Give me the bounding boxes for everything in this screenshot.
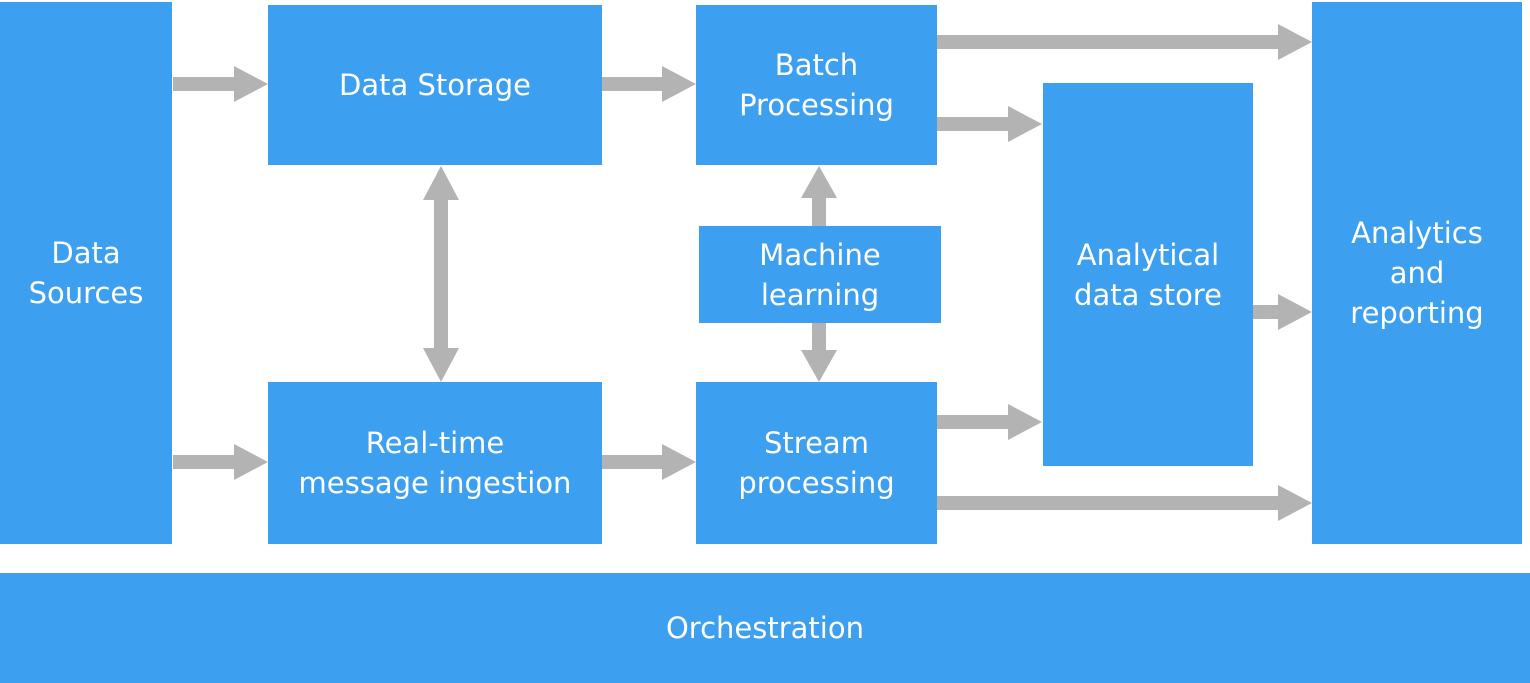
arrow-batch-processing-to-analytics-reporting: [937, 24, 1312, 60]
arrow-machine-learning-to-batch-processing: [801, 166, 837, 226]
arrow-stream-processing-to-analytics-reporting: [937, 485, 1312, 521]
arrow-data-sources-to-data-storage: [173, 66, 268, 102]
data-storage-box: Data Storage: [268, 5, 602, 165]
machine-learning-box: Machine learning: [699, 226, 941, 323]
analytical-data-store-label: Analytical data store: [1074, 237, 1222, 312]
data-storage-label: Data Storage: [339, 68, 531, 102]
arrow-data-sources-to-realtime-ingestion: [173, 444, 268, 480]
machine-learning-label: Machine learning: [759, 237, 881, 312]
analytics-reporting-box: Analytics and reporting: [1312, 2, 1522, 544]
analytics-reporting-label: Analytics and reporting: [1350, 216, 1484, 330]
orchestration-bar: Orchestration: [0, 573, 1530, 683]
stream-processing-box: Stream processing: [696, 382, 937, 544]
arrow-stream-processing-to-analytical-data-store: [937, 404, 1042, 440]
orchestration-label: Orchestration: [665, 611, 864, 645]
analytical-data-store-box: Analytical data store: [1043, 83, 1253, 466]
arrow-analytical-data-store-to-analytics-reporting: [1253, 294, 1312, 330]
arrow-data-storage-realtime-ingestion-bidirectional: [423, 166, 459, 382]
data-sources-box: Data Sources: [0, 2, 172, 544]
arrow-realtime-ingestion-to-stream-processing: [602, 444, 696, 480]
arrow-machine-learning-to-stream-processing: [801, 322, 837, 382]
stream-processing-label: Stream processing: [738, 426, 895, 500]
batch-processing-label: Batch Processing: [739, 48, 894, 122]
arrow-batch-processing-to-analytical-data-store: [937, 106, 1042, 142]
realtime-ingestion-label: Real-time message ingestion: [298, 426, 572, 500]
batch-processing-box: Batch Processing: [696, 5, 937, 165]
data-sources-label: Data Sources: [28, 236, 144, 310]
realtime-ingestion-box: Real-time message ingestion: [268, 382, 602, 544]
arrow-data-storage-to-batch-processing: [602, 66, 696, 102]
